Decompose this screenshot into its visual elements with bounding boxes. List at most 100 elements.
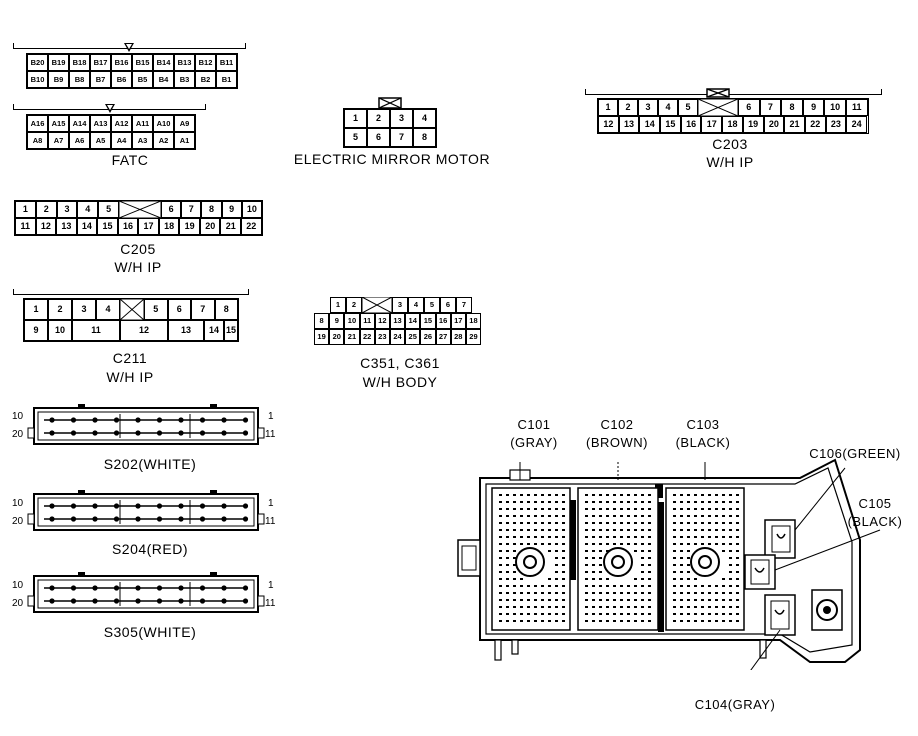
pin-hole — [592, 543, 595, 545]
pin-cell: B6 — [111, 71, 132, 88]
pin-hole — [729, 578, 732, 580]
pin-hole — [548, 543, 551, 545]
fatc-b-key-marker — [124, 43, 134, 52]
pin-hole — [648, 564, 651, 566]
pin-hole — [562, 501, 565, 503]
pin-hole — [736, 550, 739, 552]
pin-hole — [729, 571, 732, 573]
pin-hole — [641, 585, 644, 587]
pin-hole — [687, 557, 690, 559]
pin-hole — [506, 592, 509, 594]
pin-hole — [620, 522, 623, 524]
pin-hole — [506, 501, 509, 503]
pin-cell: 13 — [168, 320, 204, 341]
pin-hole — [736, 529, 739, 531]
pin-cell: 2 — [48, 299, 72, 320]
pin-hole — [585, 550, 588, 552]
pin-hole — [506, 522, 509, 524]
pin-hole — [506, 571, 509, 573]
pin-hole — [627, 536, 630, 538]
pin-cell: 6 — [167, 299, 191, 320]
pin-cell: B2 — [195, 71, 216, 88]
pin-hole — [701, 543, 704, 545]
pin-hole — [499, 536, 502, 538]
pin-hole — [527, 501, 530, 503]
pin-cell: 7 — [191, 299, 215, 320]
pin-hole — [506, 564, 509, 566]
pin-hole — [592, 564, 595, 566]
pin-hole — [736, 613, 739, 615]
pin-hole — [641, 613, 644, 615]
pin-cell: B17 — [90, 54, 111, 71]
pin-cell: 17 — [450, 313, 466, 329]
pin-hole — [599, 613, 602, 615]
pin-hole — [520, 515, 523, 517]
s202-pin-11: 11 — [265, 429, 276, 440]
pin-hole — [606, 508, 609, 510]
pin-hole — [729, 501, 732, 503]
pin-cell: 4 — [658, 99, 678, 116]
pin-hole — [729, 522, 732, 524]
pin-cell: 22 — [241, 218, 262, 235]
pin-hole — [708, 494, 711, 496]
pin-cell: B20 — [27, 54, 48, 71]
pin-hole — [736, 578, 739, 580]
pin-hole — [736, 501, 739, 503]
pin-cell: 18 — [722, 116, 743, 133]
pin-cell: 2 — [346, 297, 362, 313]
pin-hole — [555, 522, 558, 524]
pin-hole — [613, 613, 616, 615]
pin-hole — [599, 536, 602, 538]
pin-hole — [562, 515, 565, 517]
pin-hole — [708, 522, 711, 524]
pin-hole — [648, 543, 651, 545]
pin-cell: 12 — [120, 320, 168, 341]
pin-cell: 1 — [344, 109, 367, 128]
pin-hole — [513, 599, 516, 601]
pin-hole — [648, 508, 651, 510]
pin-hole — [708, 592, 711, 594]
c105-color: (BLACK) — [847, 514, 903, 529]
pin-hole — [585, 578, 588, 580]
s305-pin-10: 10 — [12, 580, 24, 591]
pin-hole — [701, 585, 704, 587]
pin-hole — [599, 501, 602, 503]
pin-hole — [513, 508, 516, 510]
pin-cell: B7 — [90, 71, 111, 88]
pin-hole — [513, 494, 516, 496]
pin-cell: A10 — [153, 115, 174, 132]
pin-hole — [634, 620, 637, 622]
pin-cell: B3 — [174, 71, 195, 88]
pin-cell: 1 — [598, 99, 618, 116]
pin-cell: 3 — [390, 109, 413, 128]
c351-label: C351, C361 — [360, 355, 440, 371]
pin-hole — [506, 585, 509, 587]
c104-label: C104(GRAY) — [694, 697, 776, 712]
pin-hole — [520, 501, 523, 503]
pin-hole — [613, 599, 616, 601]
pin-hole — [592, 550, 595, 552]
pin-hole — [687, 592, 690, 594]
s305-pin-20: 20 — [12, 598, 24, 609]
pin-cell: 12 — [374, 313, 390, 329]
pin-hole — [613, 522, 616, 524]
pin-hole — [613, 606, 616, 608]
pin-hole — [506, 550, 509, 552]
pin-hole — [736, 599, 739, 601]
pin-cell: 17 — [138, 218, 159, 235]
pin-hole — [673, 599, 676, 601]
pin-cell: 20 — [763, 116, 785, 133]
pin-hole — [701, 522, 704, 524]
pin-hole — [634, 515, 637, 517]
pin-hole — [592, 501, 595, 503]
pin-cell: 3 — [392, 297, 408, 313]
pin-hole — [585, 508, 588, 510]
pin-cell: B13 — [174, 54, 195, 71]
pin-hole — [599, 571, 602, 573]
pin-hole — [694, 578, 697, 580]
pin-hole — [555, 592, 558, 594]
pin-cell: 19 — [314, 329, 330, 345]
pin-hole — [715, 501, 718, 503]
pin-hole — [687, 613, 690, 615]
